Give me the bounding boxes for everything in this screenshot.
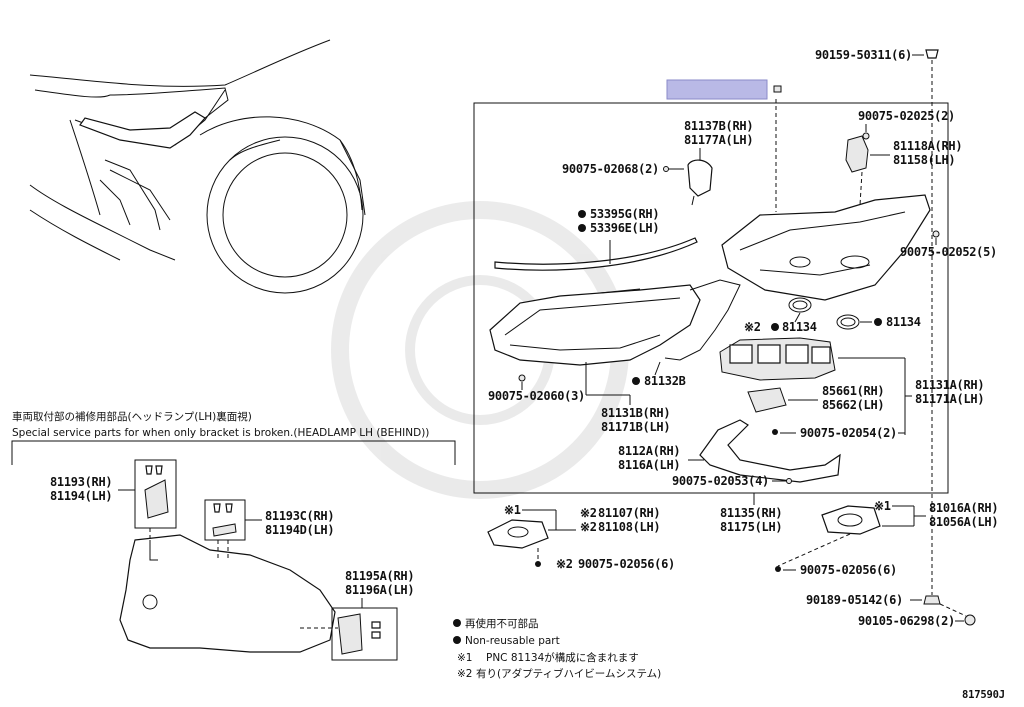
nut-90105 [964,614,976,626]
label-81056A: 81056A(LH) [929,515,998,529]
cover-81107 [487,519,549,549]
housing-rear-outline [119,534,336,653]
label-81135: 81135(RH) [720,506,782,520]
garnish-53395G [494,237,698,271]
label-90075-02068: 90075-02068(2) [562,162,659,176]
mark-note2-a: ※2 [744,320,761,334]
label-81132B: 81132B [644,374,686,388]
label-90159: 90159-50311(6) [815,48,912,62]
label-90075-02053: 90075-02053(4) [672,474,769,488]
label-81158: 81158(LH) [893,153,955,167]
housing-back [721,194,931,301]
legend-note1-mark: ※1 [457,652,472,664]
label-81175: 81175(LH) [720,520,782,534]
garnish-8112A [699,419,841,483]
label-81177A: 81177A(LH) [684,133,753,147]
ecu-85661 [747,387,787,413]
special-title-en: Special service parts for when only brac… [12,427,429,439]
label-81171A: 81171A(LH) [915,392,984,406]
legend-note2-text: 有り(アダプティブハイビームシステム) [476,667,661,680]
box-81195A [331,607,398,661]
box-81193 [134,459,177,529]
label-53396E: 53396E(LH) [590,221,659,235]
mark-note2-d: ※2 [556,557,573,571]
label-81193C: 81193C(RH) [265,509,334,523]
bracket-81118A [845,135,869,173]
label-81137B: 81137B(RH) [684,119,753,133]
assembly-frame [473,102,949,494]
diagram-id: 817590J [962,689,1005,701]
lens-81131B [489,284,701,366]
label-81194D: 81194D(LH) [265,523,334,537]
legend-note1-text: PNC 81134が構成に含まれます [486,651,639,664]
label-90075-02056-a: 90075-02056(6) [578,557,675,571]
special-title-jp: 車両取付部の補修用部品(ヘッドランプ(LH)裏面視) [12,410,252,423]
label-81134-a: 81134 [782,320,817,334]
label-81131A: 81131A(RH) [915,378,984,392]
label-85661: 85661(RH) [822,384,884,398]
label-90189: 90189-05142(6) [806,593,903,607]
label-81196A: 81196A(LH) [345,583,414,597]
legend-bullet-en: Non-reusable part [465,635,560,647]
label-85662: 85662(LH) [822,398,884,412]
label-81194: 81194(LH) [50,489,112,503]
label-90075-02054: 90075-02054(2) [800,426,897,440]
clip-icon [773,85,782,93]
label-81193: 81193(RH) [50,475,112,489]
label-81171B: 81171B(LH) [601,420,670,434]
legend-note2-mark: ※2 [457,668,472,680]
highlight-box[interactable] [666,79,768,100]
gasket-81132B [664,279,741,361]
label-8112A: 8112A(RH) [618,444,680,458]
label-8116A: 8116A(LH) [618,458,680,472]
label-90075-02056-b: 90075-02056(6) [800,563,897,577]
mark-note1-a: ※1 [504,503,521,517]
label-81108: 81108(LH) [598,520,660,534]
led-module [719,337,836,381]
label-90075-02060: 90075-02060(3) [488,389,585,403]
label-81195A: 81195A(RH) [345,569,414,583]
ballast-81016A [821,505,881,535]
mark-note2-c: ※2 [580,520,597,534]
label-81118A: 81118A(RH) [893,139,962,153]
mark-note1-b: ※1 [874,499,891,513]
label-90105: 90105-06298(2) [858,614,955,628]
label-90075-02025: 90075-02025(2) [858,109,955,123]
label-81131B: 81131B(RH) [601,406,670,420]
label-81107: 81107(RH) [598,506,660,520]
label-90075-02052: 90075-02052(5) [900,245,997,259]
mark-note2-b: ※2 [580,506,597,520]
special-bracket-line [11,440,456,465]
label-53395G: 53395G(RH) [590,207,659,221]
legend-bullet-jp: 再使用不可部品 [465,617,539,630]
label-81134-b: 81134 [886,315,921,329]
label-81016A: 81016A(RH) [929,501,998,515]
screw-90159 [925,49,939,595]
actuator-81137B [687,159,713,197]
vehicle-front-illustration [29,39,366,294]
